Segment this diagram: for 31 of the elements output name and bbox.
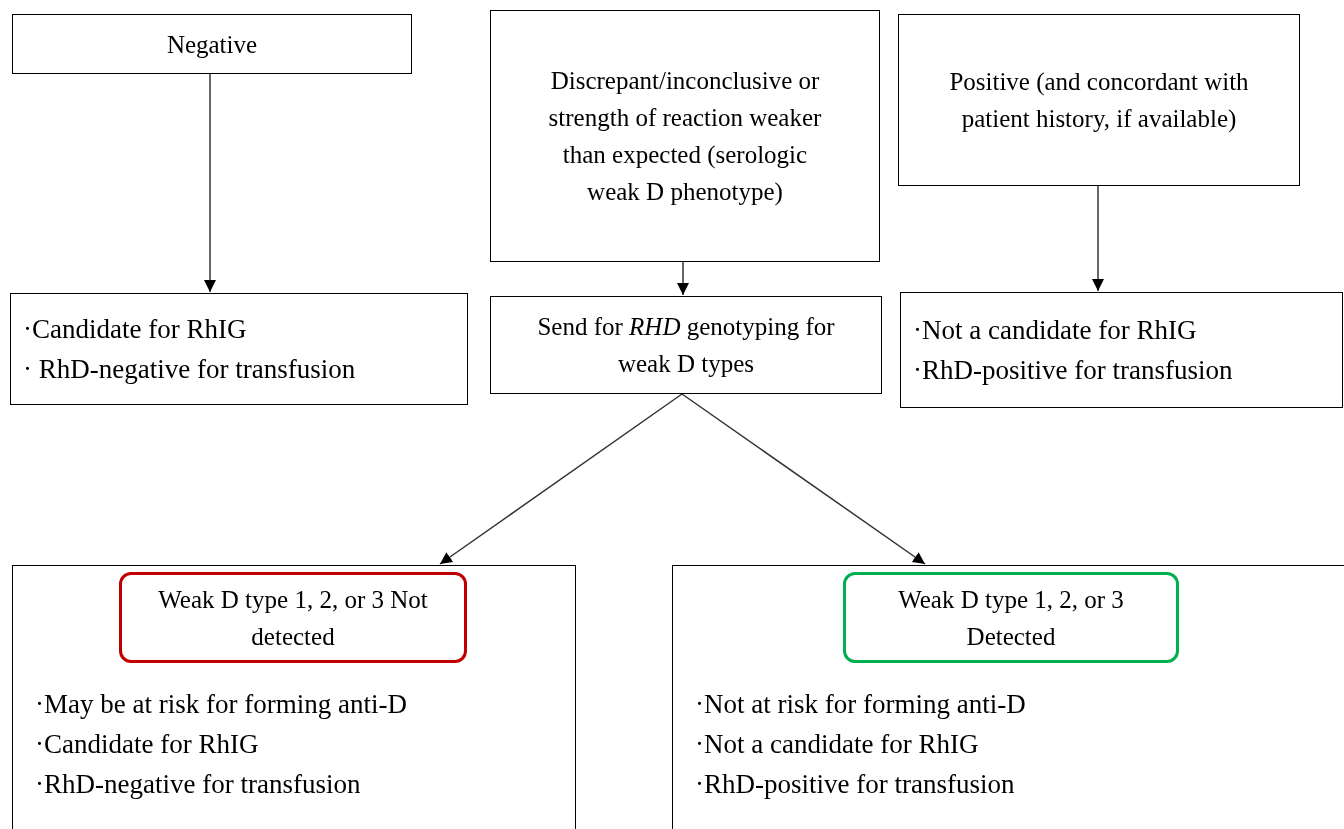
result-box xyxy=(10,293,468,405)
bullet-text: ·RhD-negative for transfusion xyxy=(35,768,362,801)
result-box xyxy=(672,565,1344,829)
box-text: Weak D type 1, 2, or 3 Not detected xyxy=(157,584,429,652)
process-box xyxy=(490,10,880,262)
process-box xyxy=(12,14,412,74)
box-text: Send for RHD genotyping for weak D types xyxy=(536,312,836,379)
arrow xyxy=(1092,185,1104,292)
arrow xyxy=(681,393,926,565)
bullet-text: ·Not a candidate for RhIG xyxy=(913,314,1198,347)
bullet-text: ·Candidate for RhIG xyxy=(23,313,248,346)
box-text: Discrepant/inconclusive or strength of reaction weaker than expected (serologic weak D phenotype) xyxy=(547,66,823,208)
status-box xyxy=(843,572,1179,663)
bullet-text: ·Candidate for RhIG xyxy=(35,728,260,761)
result-box xyxy=(12,565,576,829)
bullet-text: ·Not a candidate for RhIG xyxy=(695,728,980,761)
arrow xyxy=(677,261,689,296)
process-box xyxy=(898,14,1300,186)
result-box xyxy=(900,292,1343,408)
arrow xyxy=(204,73,216,293)
box-text: Positive (and concordant with patient history, if available) xyxy=(949,67,1249,134)
box-text: Weak D type 1, 2, or 3 Detected xyxy=(897,584,1125,652)
bullet-text: ·May be at risk for forming anti-D xyxy=(35,688,408,721)
bullet-text: ·RhD-positive for transfusion xyxy=(695,768,1016,801)
process-box xyxy=(490,296,882,394)
bullet-text: ·Not at risk for forming anti-D xyxy=(695,688,1027,721)
arrow xyxy=(439,393,683,565)
bullet-text: · RhD-negative for transfusion xyxy=(23,353,357,386)
bullet-text: ·RhD-positive for transfusion xyxy=(913,354,1234,387)
box-text: Negative xyxy=(166,29,258,60)
status-box xyxy=(119,572,467,663)
